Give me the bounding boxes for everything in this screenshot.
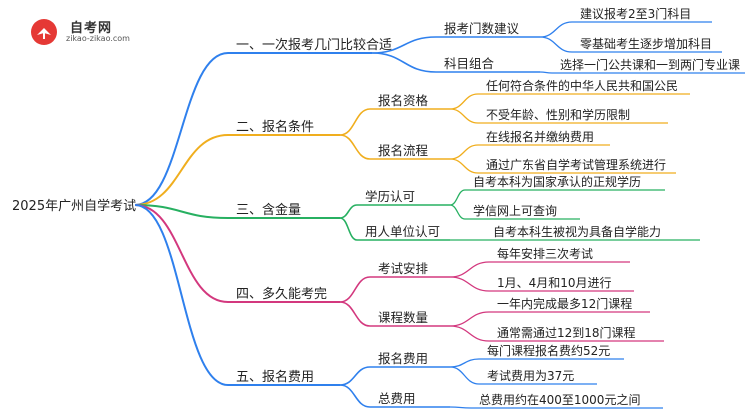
mind-map-nodes: 2025年广州自学考试 一、一次报考几门比较合适 报考门数建议 建议报考2至3门科目零…	[12, 6, 740, 407]
leaf-4-1-2: 1月、4月和10月进行	[497, 276, 612, 290]
leaf-3-1-2: 学信网上可查询	[473, 203, 557, 218]
sub-2-1-label: 报名资格	[378, 93, 429, 108]
leaf-link-1-1-2	[539, 36, 573, 53]
branch-link-2	[134, 134, 229, 206]
leaf-5-1-1: 每门课程报名费约52元	[487, 343, 610, 358]
branch-2-label: 二、报名条件	[236, 119, 314, 135]
branch-1-label: 一、一次报考几门比较合适	[236, 37, 392, 53]
branch-5-label: 五、报名费用	[236, 369, 314, 385]
leaf-2-2-2: 通过广东省自学考试管理系统进行	[486, 157, 666, 172]
sub-link-4-2	[339, 301, 371, 327]
leaf-link-1-1-1	[539, 21, 573, 38]
leaf-link-3-1-2	[449, 204, 466, 220]
branch-3-label: 三、含金量	[236, 202, 301, 218]
leaf-5-2-1: 总费用约在400至1000元之间	[479, 392, 640, 407]
leaf-link-2-2-2	[449, 158, 479, 174]
leaf-link-2-2-1	[449, 144, 479, 160]
sub-link-5-2	[339, 384, 371, 408]
leaf-link-5-1-2	[449, 366, 480, 385]
sub-2-2-label: 报名流程	[378, 143, 429, 158]
branch-link-3	[134, 204, 229, 219]
mind-map-links	[134, 21, 745, 409]
leaf-2-1-2: 不受年龄、性别和学历限制	[486, 107, 630, 122]
sub-link-4-1	[339, 276, 371, 303]
sub-link-2-2	[339, 134, 371, 160]
leaf-1-2-1: 选择一门公共课和一到两门专业课	[560, 57, 740, 72]
leaf-3-2-1: 自考本科生被视为具备自学能力	[493, 224, 661, 239]
leaf-link-4-1-2	[449, 276, 490, 292]
leaf-link-1-2-1	[539, 71, 553, 74]
sub-3-1-label: 学历认可	[365, 189, 415, 204]
logo-url: zikao-zikao.com	[66, 34, 130, 43]
sub-link-3-1	[339, 204, 358, 219]
sub-4-2-label: 课程数量	[378, 310, 428, 325]
leaf-link-4-1-1	[449, 261, 490, 278]
leaf-link-5-1-1	[449, 358, 480, 368]
leaf-2-1-1: 任何符合条件的中华人民共和国公民	[486, 78, 678, 93]
sub-3-2-label: 用人单位认可	[365, 224, 440, 239]
root-node: 2025年广州自学考试	[12, 198, 136, 214]
leaf-1-1-2: 零基础考生逐步增加科目	[580, 37, 712, 51]
sub-link-5-1	[339, 366, 371, 386]
logo-icon	[31, 19, 57, 45]
leaf-2-2-1: 在线报名并缴纳费用	[486, 129, 594, 144]
leaf-link-4-2-2	[449, 325, 490, 342]
sub-link-1-2	[371, 52, 437, 73]
sub-link-1-1	[371, 36, 437, 54]
site-logo: 自考网 zikao-zikao.com	[30, 18, 140, 46]
leaf-link-4-2-1	[449, 311, 490, 327]
logo-name: 自考网	[70, 21, 113, 36]
sub-link-2-1	[339, 108, 371, 136]
branch-link-5	[134, 204, 229, 386]
branch-link-4	[134, 204, 229, 303]
branch-4-label: 四、多久能考完	[236, 286, 327, 302]
sub-5-1-label: 报名费用	[378, 351, 428, 366]
sub-link-3-2	[339, 217, 358, 241]
leaf-link-5-2-1	[449, 406, 472, 409]
leaf-3-1-1: 自考本科为国家承认的正规学历	[473, 174, 641, 189]
sub-4-1-label: 考试安排	[378, 261, 429, 276]
leaf-link-2-1-2	[449, 108, 479, 124]
leaf-4-2-1: 一年内完成最多12门课程	[497, 296, 632, 311]
sub-1-1-label: 报考门数建议	[444, 21, 520, 36]
sub-5-2-label: 总费用	[378, 391, 416, 406]
leaf-link-2-1-1	[449, 93, 479, 110]
branch-link-1	[134, 52, 229, 206]
leaf-1-1-1: 建议报考2至3门科目	[580, 6, 691, 21]
leaf-link-3-1-1	[449, 189, 466, 206]
leaf-4-1-1: 每年安排三次考试	[497, 246, 593, 261]
leaf-4-2-2: 通常需通过12到18门课程	[497, 325, 636, 340]
leaf-5-1-2: 考试费用为37元	[487, 368, 574, 383]
sub-1-2-label: 科目组合	[444, 56, 495, 71]
